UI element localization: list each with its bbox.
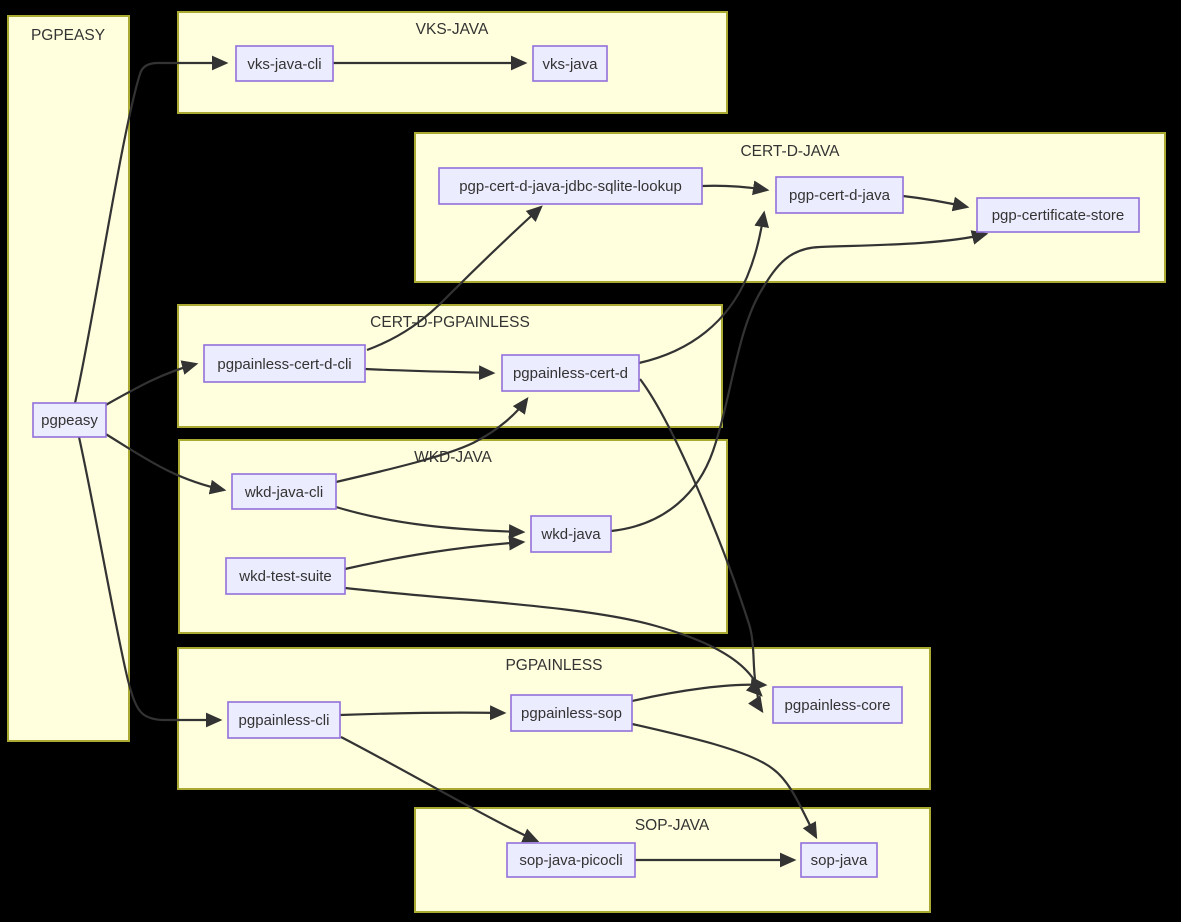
cluster-pgpeasy-label: PGPEASY xyxy=(31,27,105,44)
cluster-sop-java-label: SOP-JAVA xyxy=(635,817,710,834)
edge-wkd-java-cli-to-wkd-java xyxy=(335,505,526,540)
node-wkd-test-suite: wkd-test-suite xyxy=(225,557,346,595)
cluster-pgpeasy: PGPEASY xyxy=(7,15,130,742)
node-wkd-java-cli: wkd-java-cli xyxy=(231,473,337,510)
node-pgp-cert-d-java-label: pgp-cert-d-java xyxy=(789,187,891,204)
node-pgpainless-cert-d-label: pgpainless-cert-d xyxy=(513,365,628,382)
node-pgp-certificate-store-label: pgp-certificate-store xyxy=(992,207,1125,224)
edge-jdbc-sqlite-lookup-to-pgp-cert-d-java xyxy=(701,180,770,196)
cluster-wkd-java-label: WKD-JAVA xyxy=(414,449,492,466)
node-pgpainless-cert-d-cli-label: pgpainless-cert-d-cli xyxy=(217,356,351,373)
edge-pgpeasy-to-pgpainless-cli xyxy=(77,436,223,728)
cluster-wkd-java-box xyxy=(178,439,728,634)
node-pgp-certificate-store: pgp-certificate-store xyxy=(976,197,1140,233)
edge-pgpeasy-to-vks-java-cli xyxy=(73,55,229,404)
node-sop-java-picocli: sop-java-picocli xyxy=(506,842,636,878)
cluster-pgpainless-label: PGPAINLESS xyxy=(505,657,602,674)
cluster-wkd-java: WKD-JAVA xyxy=(178,439,728,634)
node-pgpeasy: pgpeasy xyxy=(32,402,107,438)
node-pgp-cert-d-java-jdbc-sqlite-lookup: pgp-cert-d-java-jdbc-sqlite-lookup xyxy=(438,167,703,205)
cluster-vks-java-label: VKS-JAVA xyxy=(416,21,489,38)
node-wkd-test-suite-label: wkd-test-suite xyxy=(238,568,332,585)
node-pgpainless-sop: pgpainless-sop xyxy=(510,694,633,732)
node-vks-java-cli-label: vks-java-cli xyxy=(247,56,321,73)
node-sop-java: sop-java xyxy=(800,842,878,878)
node-vks-java-label: vks-java xyxy=(542,56,598,73)
edge-pgpainless-cert-d-cli-to-pgpainless-cert-d xyxy=(364,365,496,381)
node-pgpainless-cert-d: pgpainless-cert-d xyxy=(501,354,640,392)
node-vks-java-cli: vks-java-cli xyxy=(235,45,334,82)
node-pgpainless-core: pgpainless-core xyxy=(772,686,903,724)
node-pgpainless-cert-d-cli: pgpainless-cert-d-cli xyxy=(203,344,366,383)
node-wkd-java: wkd-java xyxy=(530,515,612,553)
node-wkd-java-label: wkd-java xyxy=(540,526,601,543)
edge-pgpainless-cert-d-cli-to-jdbc-sqlite-lookup xyxy=(366,205,543,352)
node-pgp-cert-d-java-jdbc-sqlite-lookup-label: pgp-cert-d-java-jdbc-sqlite-lookup xyxy=(459,178,682,195)
cluster-pgpeasy-box xyxy=(7,15,130,742)
cluster-cert-d-java-label: CERT-D-JAVA xyxy=(740,143,840,160)
edge-wkd-java-to-pgp-certificate-store xyxy=(610,230,989,533)
edge-pgpainless-sop-to-pgpainless-core xyxy=(631,676,768,703)
node-sop-java-label: sop-java xyxy=(811,852,868,869)
node-wkd-java-cli-label: wkd-java-cli xyxy=(244,484,323,501)
cluster-cert-d-pgpainless-label: CERT-D-PGPAINLESS xyxy=(370,314,530,331)
node-vks-java: vks-java xyxy=(532,45,608,82)
edge-pgpainless-cli-to-pgpainless-sop xyxy=(339,705,507,721)
edge-layer xyxy=(73,55,989,868)
edge-wkd-java-cli-to-pgpainless-cert-d xyxy=(335,396,529,484)
edge-pgp-cert-d-java-to-pgp-certificate-store xyxy=(902,194,970,212)
node-pgpainless-core-label: pgpainless-core xyxy=(785,697,891,714)
node-sop-java-picocli-label: sop-java-picocli xyxy=(519,852,622,869)
edge-pgpeasy-to-wkd-java-cli xyxy=(103,432,227,495)
edge-wkd-test-suite-to-wkd-java xyxy=(344,535,526,571)
edge-pgpainless-cert-d-to-pgp-cert-d-java xyxy=(638,210,770,365)
node-pgpeasy-label: pgpeasy xyxy=(41,412,98,429)
node-pgpainless-cli: pgpainless-cli xyxy=(227,701,341,739)
edge-pgpainless-sop-to-sop-java xyxy=(631,722,818,840)
node-pgp-cert-d-java: pgp-cert-d-java xyxy=(775,176,904,214)
node-pgpainless-sop-label: pgpainless-sop xyxy=(521,705,622,722)
edge-pgpainless-cert-d-to-pgpainless-core xyxy=(639,378,763,697)
node-pgpainless-cli-label: pgpainless-cli xyxy=(239,712,330,729)
edge-pgpainless-cli-to-sop-java-picocli xyxy=(340,736,540,843)
edge-pgpeasy-to-pgpainless-cert-d-cli xyxy=(103,360,199,407)
